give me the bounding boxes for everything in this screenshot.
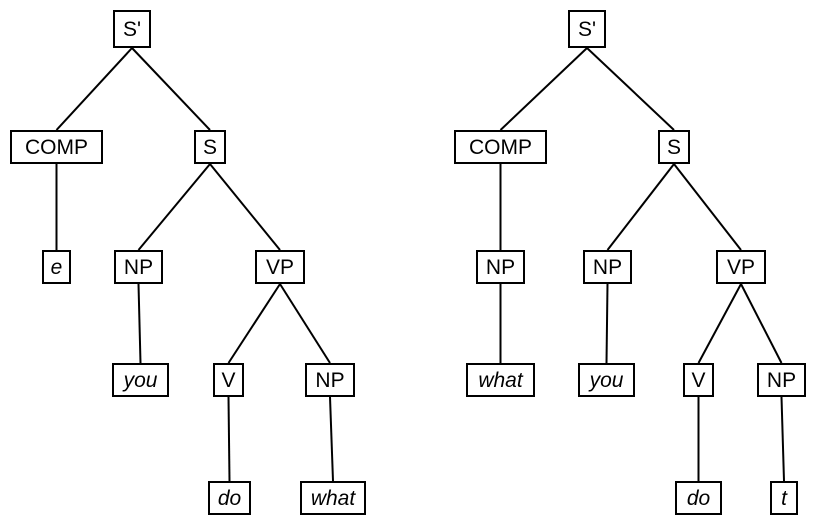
tree-edge-r-sbar-to-r-s (586, 47, 675, 131)
tree-leaf-l-you: you (112, 363, 169, 397)
tree-leaf-r-do: do (675, 481, 722, 515)
tree-node-r-sbar: S' (568, 10, 606, 48)
tree-edge-l-vp-to-l-v (227, 283, 281, 364)
tree-leaf-l-e: e (42, 250, 71, 284)
tree-edge-l-sbar-to-l-comp (55, 47, 133, 131)
tree-node-r-v: V (683, 363, 714, 397)
tree-edge-r-sbar-to-r-comp (499, 47, 588, 131)
tree-node-l-np2: NP (305, 363, 355, 397)
tree-node-l-np1: NP (114, 250, 163, 284)
tree-edge-l-np1-to-l-you (137, 283, 142, 364)
tree-node-l-s: S (194, 130, 226, 164)
tree-node-r-np0: NP (476, 250, 525, 284)
tree-edge-r-vp-to-r-np2 (740, 283, 783, 364)
tree-leaf-r-what: what (466, 363, 535, 397)
tree-edge-r-np2-to-r-t (780, 396, 785, 482)
tree-node-l-vp: VP (255, 250, 305, 284)
tree-edge-l-s-to-l-vp (209, 163, 281, 251)
tree-edge-l-v-to-l-do (227, 396, 231, 482)
tree-node-l-comp: COMP (10, 130, 103, 164)
tree-edge-l-vp-to-l-np2 (279, 283, 331, 364)
tree-edge-r-np1-to-r-you (605, 283, 609, 364)
tree-leaf-r-t: t (770, 481, 798, 515)
tree-edge-r-s-to-r-np1 (606, 163, 675, 251)
tree-node-r-np2: NP (757, 363, 806, 397)
tree-edge-l-s-to-l-np1 (137, 163, 211, 251)
tree-edge-r-s-to-r-vp (673, 163, 742, 251)
tree-node-r-s: S (658, 130, 690, 164)
tree-edge-r-vp-to-r-v (697, 283, 742, 364)
tree-node-l-v: V (213, 363, 244, 397)
tree-leaf-l-do: do (208, 481, 251, 515)
tree-node-l-sbar: S' (113, 10, 151, 48)
tree-node-r-comp: COMP (454, 130, 547, 164)
tree-node-r-vp: VP (716, 250, 766, 284)
tree-node-r-np1: NP (583, 250, 632, 284)
tree-leaf-r-you: you (578, 363, 635, 397)
tree-edge-l-np2-to-l-what (329, 396, 334, 482)
tree-leaf-l-what: what (300, 481, 366, 515)
tree-edge-l-sbar-to-l-s (131, 47, 211, 131)
